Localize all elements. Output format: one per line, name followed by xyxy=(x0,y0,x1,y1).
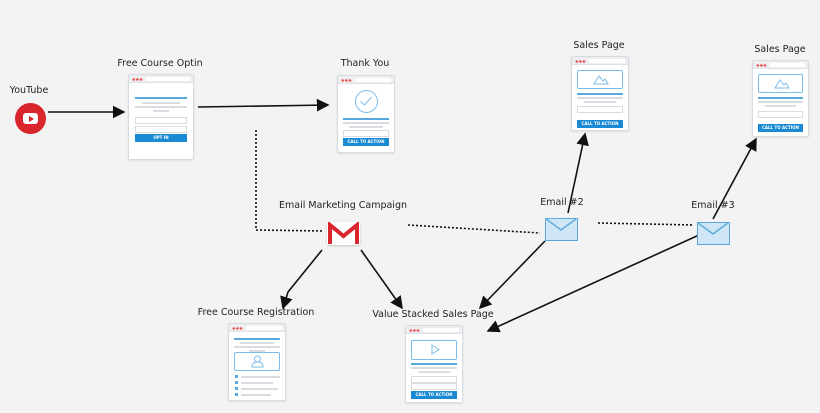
sales-page-1-cta[interactable]: CALL TO ACTION xyxy=(577,120,623,128)
thankyou-label: Thank You xyxy=(340,58,390,69)
dotted-campaign-to-email2 xyxy=(407,224,541,234)
arrow-email2-to-sales1 xyxy=(567,132,589,214)
arrow-email2-to-valuestacked xyxy=(478,240,546,310)
arrow-campaign-to-registration xyxy=(280,249,323,310)
email2-label: Email #2 xyxy=(540,197,584,208)
envelope-icon[interactable] xyxy=(545,218,578,241)
gmail-icon[interactable] xyxy=(327,220,360,245)
email3-label: Email #3 xyxy=(691,200,735,211)
dotted-optin-to-campaign xyxy=(255,130,325,232)
thankyou-page-card[interactable]: CALL TO ACTION xyxy=(337,75,395,153)
sales-page-1-card[interactable]: CALL TO ACTION xyxy=(571,56,629,131)
arrow-campaign-to-valuestacked xyxy=(360,249,403,310)
optin-button[interactable]: OPT IN xyxy=(135,134,187,142)
envelope-icon[interactable] xyxy=(697,222,730,245)
checkmark-icon xyxy=(355,90,378,113)
sales-page-2-label: Sales Page xyxy=(754,44,806,55)
youtube-label: YouTube xyxy=(9,85,49,96)
value-stacked-page-card[interactable]: CALL TO ACTION xyxy=(405,325,463,403)
value-stacked-cta[interactable]: CALL TO ACTION xyxy=(411,391,457,399)
sales-page-2-card[interactable]: CALL TO ACTION xyxy=(752,60,809,137)
user-icon xyxy=(234,352,280,371)
sales-page-1-label: Sales Page xyxy=(573,40,625,51)
video-play-icon xyxy=(411,340,457,360)
email-campaign-label: Email Marketing Campaign xyxy=(279,200,407,211)
dotted-email2-to-email3 xyxy=(597,222,695,226)
registration-page-card[interactable] xyxy=(228,323,286,401)
value-stacked-label: Value Stacked Sales Page xyxy=(372,309,494,320)
youtube-play-icon[interactable] xyxy=(15,103,46,134)
sales-page-2-cta[interactable]: CALL TO ACTION xyxy=(758,124,803,132)
registration-label: Free Course Registration xyxy=(197,307,315,318)
thankyou-cta-button[interactable]: CALL TO ACTION xyxy=(343,138,389,146)
arrow-email3-to-sales2 xyxy=(712,137,757,220)
image-placeholder-icon xyxy=(758,74,803,93)
arrow-email3-to-valuestacked xyxy=(486,234,700,333)
image-placeholder-icon xyxy=(577,70,623,89)
arrow-optin-to-thankyou xyxy=(197,98,330,112)
optin-label: Free Course Optin xyxy=(117,58,203,69)
optin-page-card[interactable]: OPT IN xyxy=(128,74,194,160)
